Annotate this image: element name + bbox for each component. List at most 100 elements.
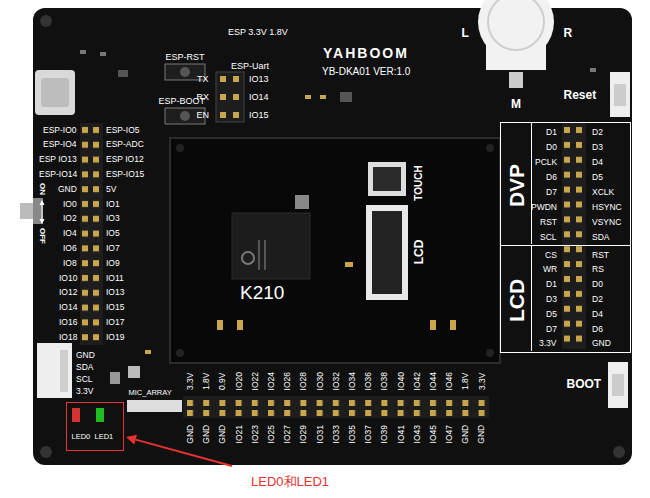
pin-label: IO15 xyxy=(249,111,269,120)
pin-label: IO40 xyxy=(397,372,406,390)
header-label: ESP-Uart xyxy=(231,62,269,71)
pin-label: GND xyxy=(461,424,470,443)
pin-label: IO22 xyxy=(251,372,260,390)
pin-label: VSYNC xyxy=(592,218,621,227)
pin-label: D0 xyxy=(546,143,557,152)
pin-label: ESP-IO0 xyxy=(43,126,77,135)
pin-label: HSYNC xyxy=(592,203,622,212)
chip-logo xyxy=(242,252,254,264)
pin-label: SCL xyxy=(76,375,93,384)
pin-label: GND xyxy=(218,424,227,443)
switch-arrow xyxy=(40,200,45,205)
lcd-panel: LCDCSRSTWRRSD1D0D3D2D5D4D7D63.3VGND xyxy=(500,245,631,353)
pin-label: IO29 xyxy=(299,425,308,443)
pin-header xyxy=(562,123,586,349)
pin-label: 3.3V xyxy=(539,339,557,348)
pin-label: IO12 xyxy=(59,288,77,297)
pin-label: IO33 xyxy=(332,425,341,443)
pin-label: D2 xyxy=(592,128,603,137)
boot-button xyxy=(612,374,624,396)
pin-label: IO14 xyxy=(249,93,269,102)
pin-label: GND xyxy=(592,339,611,348)
mount-hole xyxy=(486,144,494,152)
board-version: YB-DKA01 VER:1.0 xyxy=(322,67,410,77)
smd-part xyxy=(345,262,353,267)
pin-label: D6 xyxy=(546,173,557,182)
pin-label: D7 xyxy=(546,325,557,334)
switch-arrow xyxy=(42,203,43,221)
power-switch xyxy=(20,203,34,219)
pin xyxy=(220,94,226,100)
k210-chip xyxy=(232,213,310,279)
pin-label: 3.3V xyxy=(76,387,94,396)
pin-label: ESP IO13 xyxy=(39,155,77,164)
switch-arrow xyxy=(40,219,45,224)
smd-part xyxy=(590,68,596,72)
pin-label: IO36 xyxy=(364,372,373,390)
pin-label: EN xyxy=(197,111,210,120)
dvp-panel: DVPD1D2D0D3PCLKD4D6D5D7XCLKPWDNHSYNCRSTV… xyxy=(500,122,631,246)
connector-label: TOUCH xyxy=(413,165,423,200)
pin-label: D4 xyxy=(592,310,603,319)
pin-label: WR xyxy=(543,265,557,274)
pin-label: SCL xyxy=(540,233,557,242)
mount-hole xyxy=(40,446,52,458)
pin-label: SDA xyxy=(76,363,93,372)
pin-label: ESP-IO4 xyxy=(43,140,77,149)
pin-label: IO21 xyxy=(235,425,244,443)
voltage-label: ESP 3.3V 1.8V xyxy=(228,28,288,37)
pin-label: RST xyxy=(540,218,557,227)
pin-label: IO34 xyxy=(348,372,357,390)
reset-button xyxy=(610,72,630,117)
chip-marking xyxy=(258,240,260,270)
pin-label: IO1 xyxy=(106,200,120,209)
jack-label: L xyxy=(462,27,469,39)
button-label: ESP-RST xyxy=(166,53,205,62)
pin-label: IO19 xyxy=(106,333,124,342)
smd-part xyxy=(450,320,456,330)
microphone xyxy=(110,372,120,384)
touch-connector xyxy=(368,162,406,196)
pin-label: IO38 xyxy=(380,372,389,390)
pin-label: ESP IO12 xyxy=(106,155,144,164)
pin xyxy=(233,76,239,82)
i2c-connector xyxy=(37,343,72,398)
pin-label: D4 xyxy=(592,158,603,167)
pin-header xyxy=(562,123,586,349)
pin-label: RST xyxy=(592,251,609,260)
pin-label: RS xyxy=(592,265,604,274)
switch-label: OFF xyxy=(38,228,46,244)
pin-label: SDA xyxy=(592,233,609,242)
pin-label: IO39 xyxy=(380,425,389,443)
panel-divider xyxy=(531,246,532,351)
pin-label: GND xyxy=(58,185,77,194)
callout-arrow xyxy=(136,440,232,466)
smd-part xyxy=(217,320,223,330)
pin-label: D3 xyxy=(592,143,603,152)
button-label: BOOT xyxy=(567,378,602,390)
usb-connector xyxy=(41,78,69,107)
esp-boot-button xyxy=(180,111,190,121)
smd-part xyxy=(237,320,243,330)
pin-label: 3.3V xyxy=(477,372,486,390)
crystal xyxy=(295,195,309,209)
pin-label: IO0 xyxy=(63,200,77,209)
pin-header xyxy=(80,123,103,345)
mount-hole xyxy=(40,15,52,27)
audio-jack xyxy=(486,22,546,70)
pin-label: IO32 xyxy=(332,372,341,390)
pin-label: IO46 xyxy=(445,372,454,390)
pin-label: 5V xyxy=(106,185,116,194)
pin-label: GND xyxy=(477,424,486,443)
pin-label: IO42 xyxy=(413,372,422,390)
smd-part xyxy=(100,52,106,56)
pin-label: RX xyxy=(197,93,210,102)
jack-label: M xyxy=(511,98,521,110)
pin-label: IO24 xyxy=(267,372,276,390)
pin-label: D7 xyxy=(546,188,557,197)
audio-jack xyxy=(509,72,523,88)
i2c-connector xyxy=(60,350,68,392)
pin-label: IO15 xyxy=(106,303,124,312)
led1 xyxy=(96,408,104,422)
mount-hole xyxy=(176,349,184,357)
